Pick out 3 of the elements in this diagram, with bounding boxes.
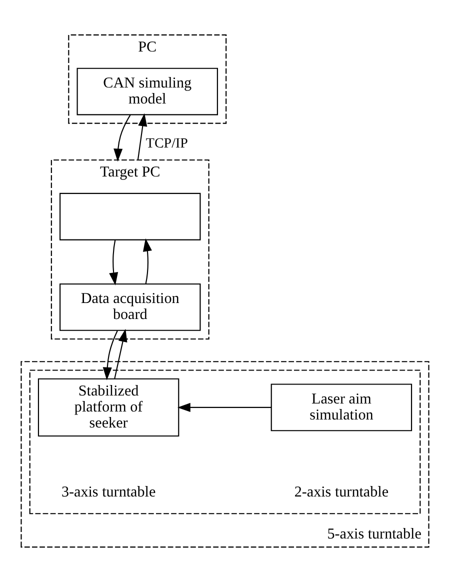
node-label: 3-axis turntable xyxy=(61,484,156,501)
edge-label: TCP/IP xyxy=(146,136,188,152)
node-label: 2-axis turntable xyxy=(294,484,389,501)
